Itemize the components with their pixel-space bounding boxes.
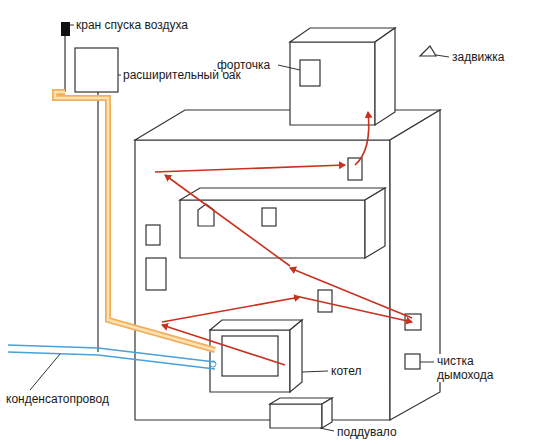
part-label: котел	[330, 364, 362, 378]
part-label: чистка дымохода	[436, 354, 502, 382]
part-label: задвижка	[451, 50, 505, 64]
part-label: форточка	[216, 58, 271, 72]
part-label: кран спуска воздуха	[75, 18, 189, 32]
part-label: конденсатопровод	[5, 392, 110, 406]
part-label: поддувало	[336, 425, 398, 439]
